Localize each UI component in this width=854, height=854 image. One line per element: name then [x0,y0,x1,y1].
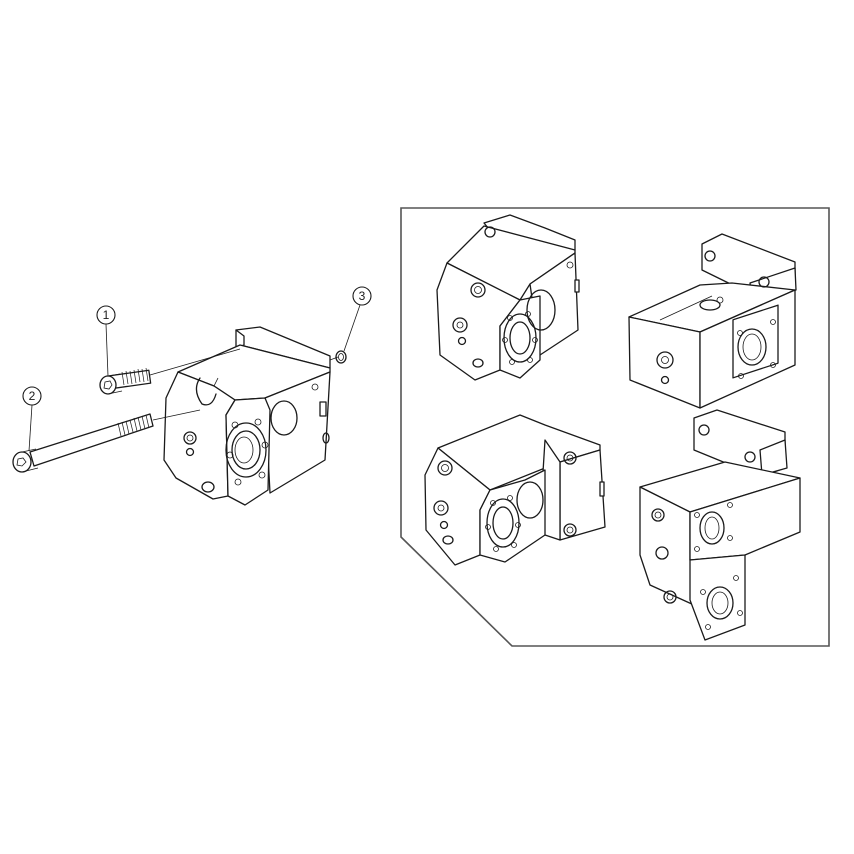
variants-panel-frame [400,207,830,647]
variant-bottom-left [424,414,606,566]
callout-1: 1 [96,305,116,377]
svg-text:3: 3 [359,289,366,303]
main-tool-holder-block [163,326,331,506]
callout-3: 3 [343,286,372,352]
o-ring [329,350,347,364]
short-screw [99,348,241,395]
svg-text:2: 2 [29,389,36,403]
callout-2: 2 [22,386,42,452]
variant-top-left [436,214,580,381]
variant-bottom-right [639,409,801,641]
long-screw [12,409,201,473]
variant-top-right [628,233,797,409]
svg-text:1: 1 [103,308,110,322]
